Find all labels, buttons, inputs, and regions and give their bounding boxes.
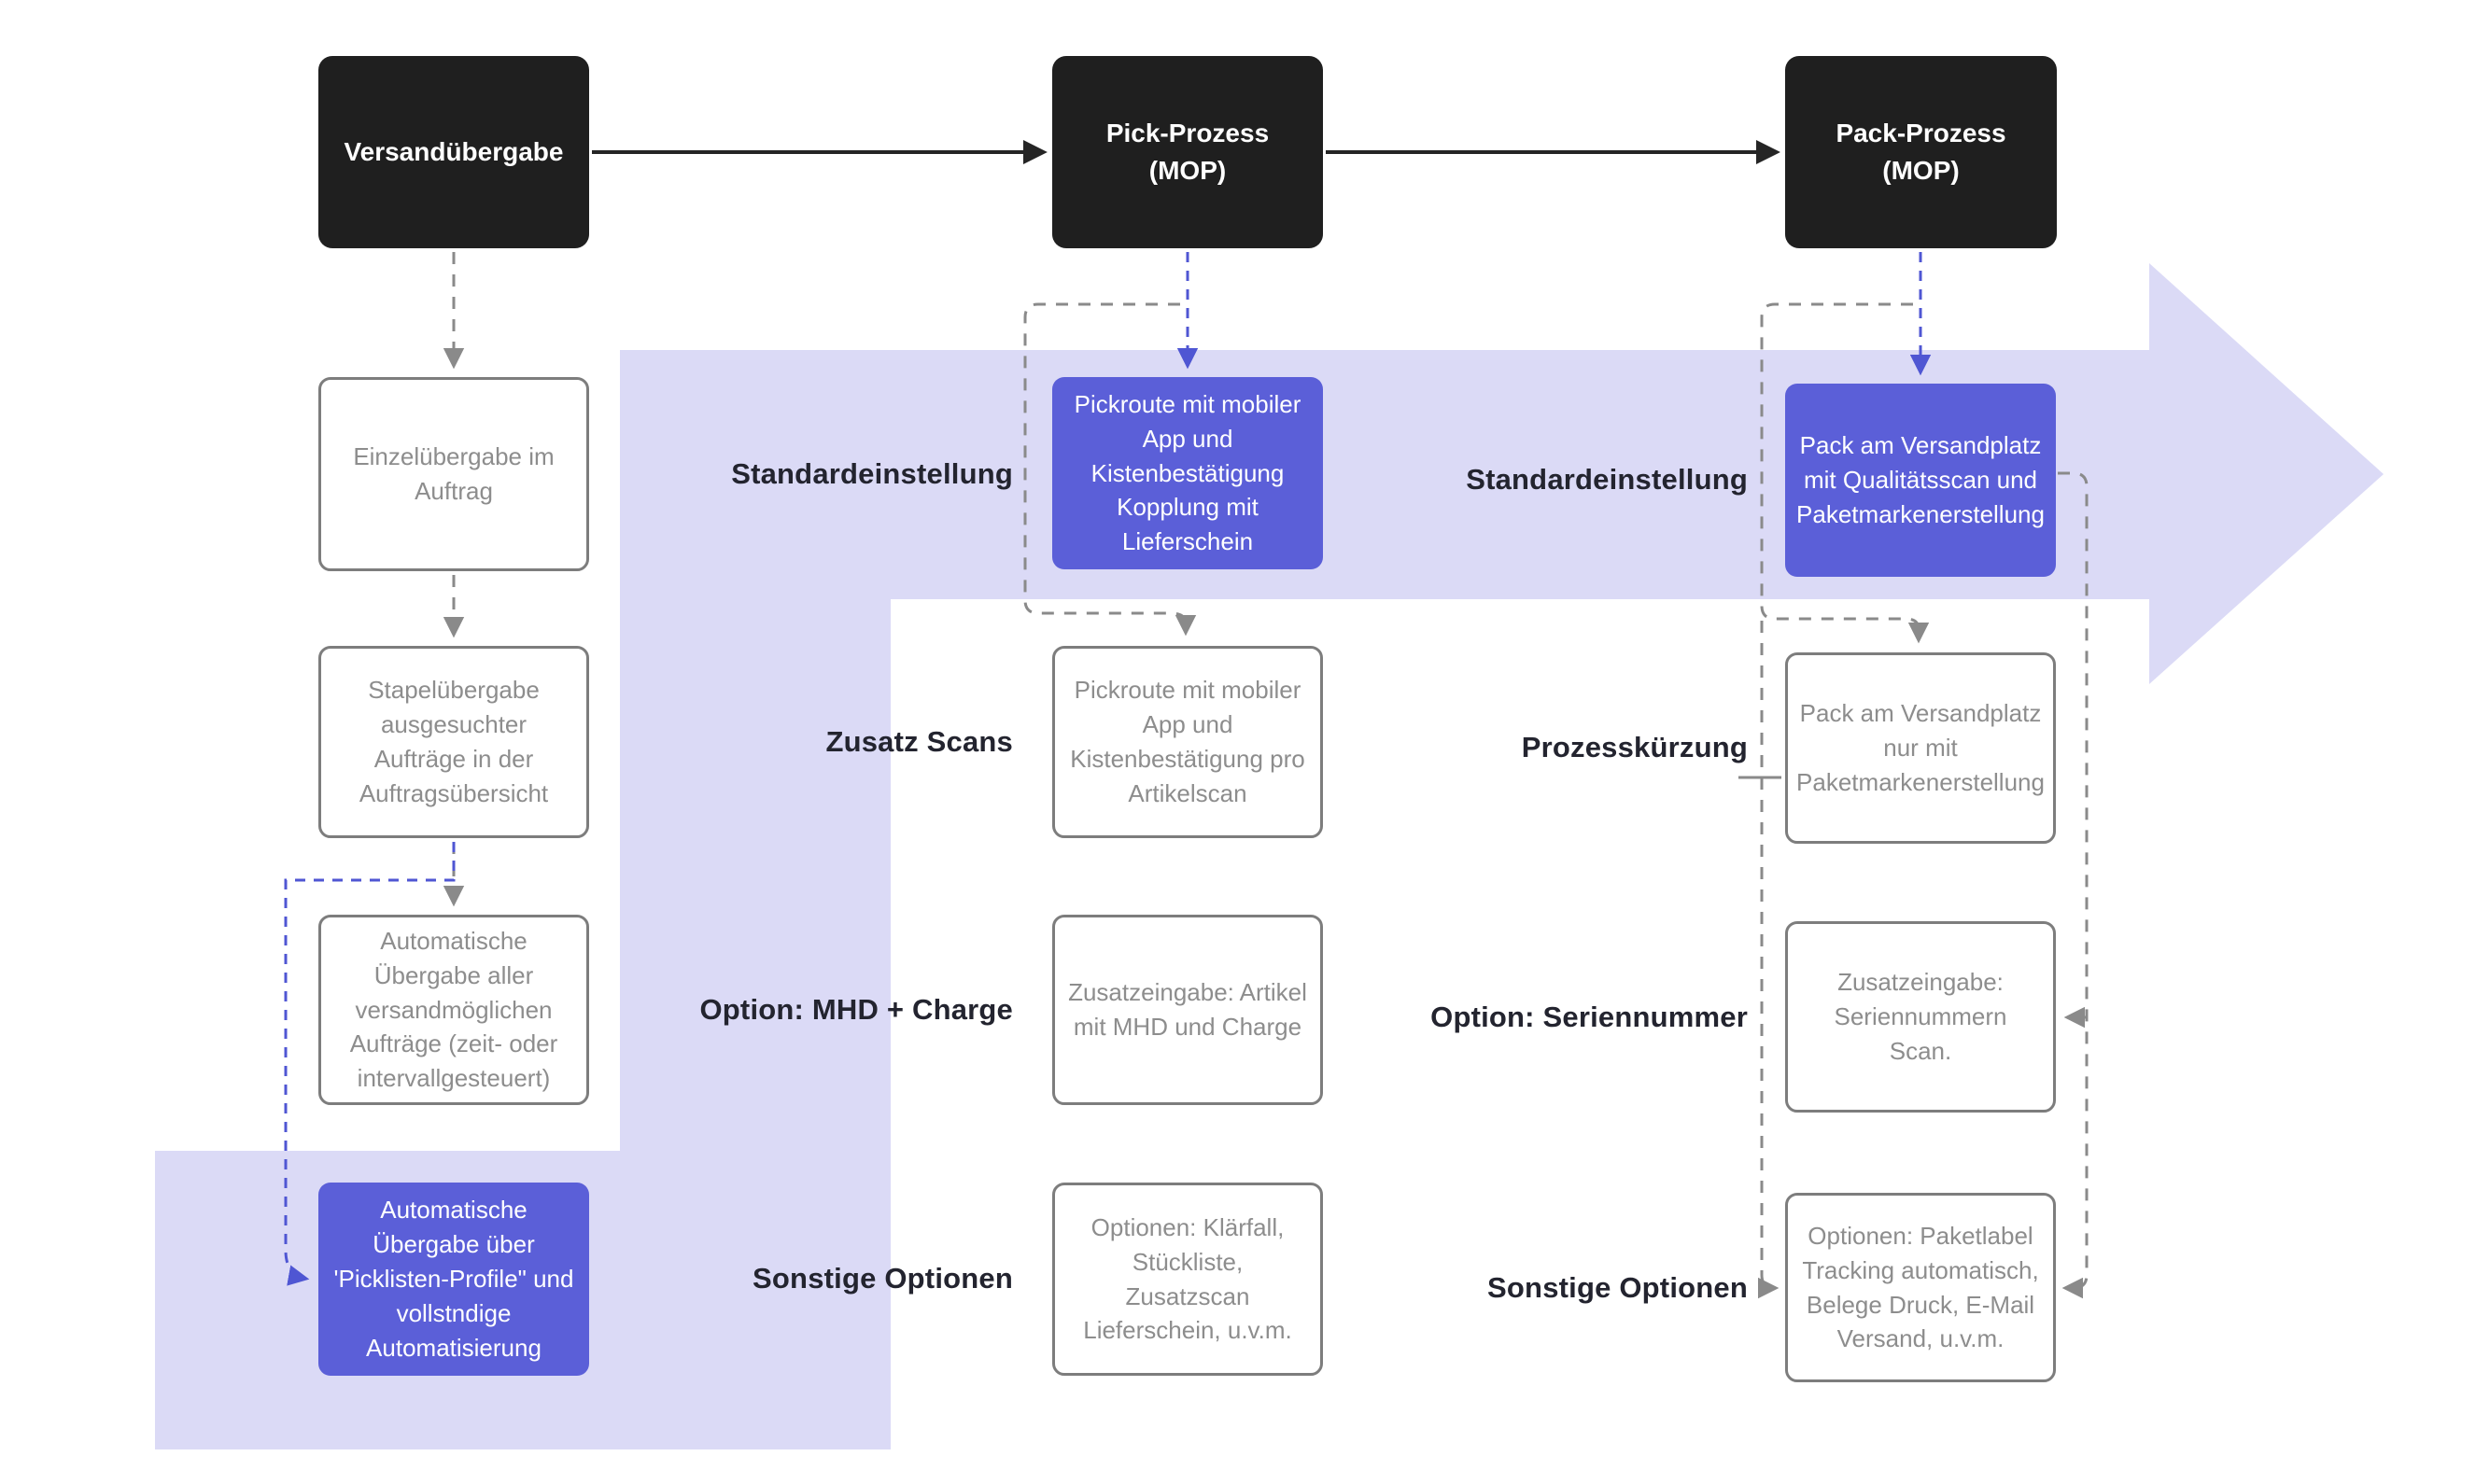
label-pick-standardeinstellung: Standardeinstellung — [731, 457, 1013, 490]
node-pick-prozess: Pick-Prozess (MOP) — [1052, 56, 1323, 248]
arrow-stapel-to-profile — [284, 842, 456, 1286]
node-pack-standardeinstellung: Pack am Versandplatz mit Qualitätsscan u… — [1785, 384, 2056, 577]
node-versanduebergabe: Versandübergabe — [318, 56, 589, 248]
node-automatische-uebergabe: Automatische Übergabe aller versandmögli… — [318, 915, 589, 1105]
label-pick-zusatz-scans: Zusatz Scans — [825, 725, 1013, 758]
label-pack-standardeinstellung: Standardeinstellung — [1466, 463, 1748, 496]
label-pack-sonstige-optionen: Sonstige Optionen — [1487, 1271, 1748, 1304]
node-einzeluebergabe: Einzelübergabe im Auftrag — [318, 377, 589, 571]
label-pack-seriennummer: Option: Seriennummer — [1430, 1001, 1748, 1033]
node-pick-mhd-charge: Zusatzeingabe: Artikel mit MHD und Charg… — [1052, 915, 1323, 1105]
node-pack-seriennummer: Zusatzeingabe: Seriennummern Scan. — [1785, 921, 2056, 1113]
node-pack-prozesskuerzung: Pack am Versandplatz nur mit Paketmarken… — [1785, 652, 2056, 844]
node-pack-sonstige-optionen: Optionen: Paketlabel Tracking automatisc… — [1785, 1193, 2056, 1382]
node-pick-zusatz-scans: Pickroute mit mobiler App und Kistenbest… — [1052, 646, 1323, 838]
label-pick-sonstige-optionen: Sonstige Optionen — [753, 1262, 1013, 1295]
node-pick-sonstige-optionen: Optionen: Klärfall, Stückliste, Zusatzsc… — [1052, 1183, 1323, 1376]
node-picklisten-profile: Automatische Übergabe über 'Picklisten-P… — [318, 1183, 589, 1376]
bypass-pack-to-prozess — [1760, 302, 1930, 644]
label-pick-mhd-charge: Option: MHD + Charge — [699, 993, 1013, 1026]
bypass-pick-to-zusatz — [1023, 302, 1197, 637]
node-pack-prozess: Pack-Prozess (MOP) — [1785, 56, 2057, 248]
rail-right-to-pack-sonstige — [2058, 471, 2089, 1299]
node-pick-standardeinstellung: Pickroute mit mobiler App und Kistenbest… — [1052, 377, 1323, 569]
process-arrow-band — [620, 263, 2384, 684]
node-stapeluebergabe: Stapelübergabe ausgesuchter Aufträge in … — [318, 646, 589, 838]
label-pack-prozesskuerzung: Prozesskürzung — [1521, 731, 1748, 763]
rail-left-to-pack-sonstige — [1757, 621, 1780, 1299]
